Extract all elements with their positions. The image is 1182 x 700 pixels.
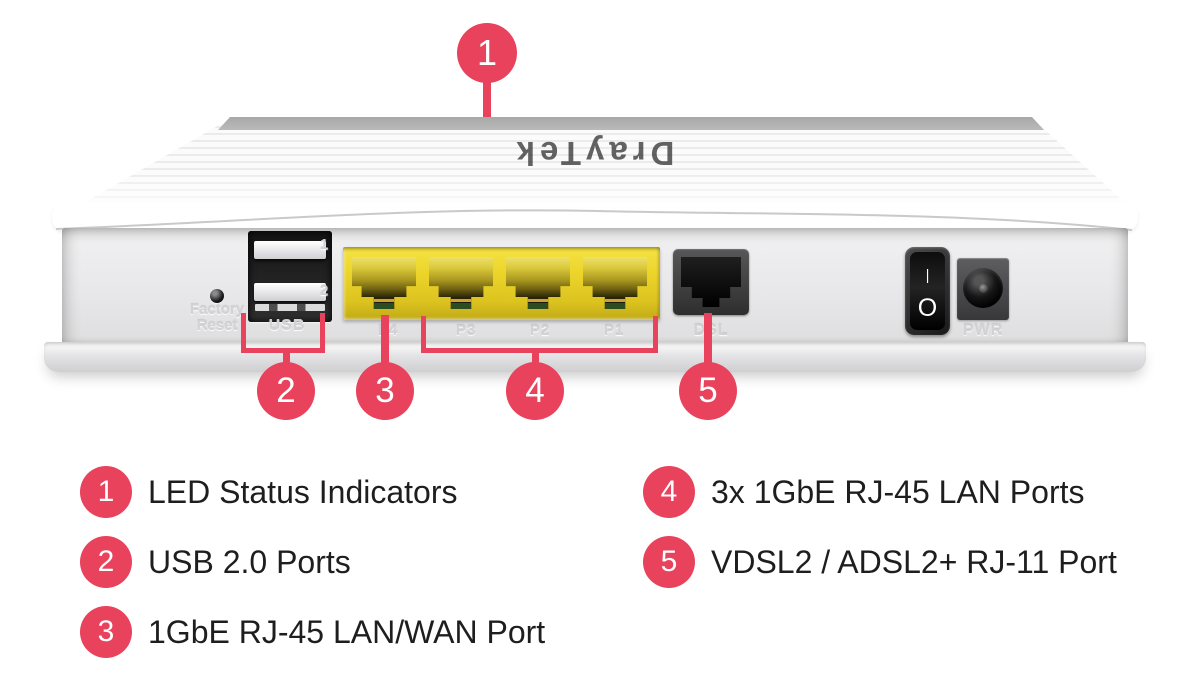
usb-port-1-number: 1 [320,236,329,253]
rj45-contacts [602,299,628,302]
power-on-mark: I [925,266,930,288]
legend-badge-4: 4 [643,466,695,518]
usb-ports [248,231,332,322]
callout-2-badge: 2 [257,362,315,420]
callout-3-line [381,315,389,364]
rj45-contacts [448,299,474,302]
power-switch-rocker: I O [910,252,945,330]
lan-port-block [343,247,660,320]
rj45-pcb [604,303,626,309]
legend-item-4: 4 3x 1GbE RJ-45 LAN Ports [643,466,1084,518]
router-top-front-edge [218,117,1044,130]
legend-label-2: USB 2.0 Ports [148,543,351,580]
power-jack-pin [978,283,988,293]
legend-item-5: 5 VDSL2 / ADSL2+ RJ-11 Port [643,536,1117,588]
callout-5-badge: 5 [679,362,737,420]
lan-port-label-p2: P2 [529,322,551,339]
legend-badge-2: 2 [80,536,132,588]
usb-port-2-number: 2 [320,282,329,299]
usb-label: USB [268,317,306,334]
callout-4-bracket [421,316,658,353]
rj11-opening [681,257,741,307]
dsl-port [673,249,749,315]
callout-3-badge: 3 [356,362,414,420]
callout-4-badge: 4 [506,362,564,420]
legend-label-4: 3x 1GbE RJ-45 LAN Ports [711,473,1085,510]
power-switch: I O [905,247,950,335]
brand-logo: DrayTek [511,135,675,172]
legend-label-1: LED Status Indicators [148,473,458,510]
legend-item-2: 2 USB 2.0 Ports [80,536,351,588]
legend-badge-5: 5 [643,536,695,588]
factory-reset-label: Factory Reset [190,302,244,334]
legend-badge-1: 1 [80,466,132,518]
wave-seam-line [55,209,1133,231]
router-base [44,342,1146,372]
rj45-pcb [373,303,395,309]
legend-label-5: VDSL2 / ADSL2+ RJ-11 Port [711,543,1117,580]
power-jack-socket [963,268,1003,308]
power-jack [957,258,1009,320]
callout-1-badge: 1 [457,23,517,83]
legend-label-3: 1GbE RJ-45 LAN/WAN Port [148,613,546,650]
factory-reset-hole [210,289,224,303]
rj45-pcb [527,303,549,309]
router-device: DrayTek Factory Reset 1 2 USB [38,98,1148,383]
lan-port-p3 [429,257,493,309]
power-off-mark: O [917,294,938,322]
usb-port-2 [254,283,326,301]
pwr-label: PWR [962,322,1004,339]
rj45-pcb [450,303,472,309]
legend-item-3: 3 1GbE RJ-45 LAN/WAN Port [80,606,545,658]
lan-port-label-p1: P1 [603,322,625,339]
factory-reset-label-line1: Factory [189,301,245,318]
callout-5-line [704,313,712,364]
router-rear-panel: Factory Reset 1 2 USB [62,228,1128,344]
usb-port-1 [254,241,326,259]
factory-reset-label-line2: Reset [196,317,238,334]
legend-badge-3: 3 [80,606,132,658]
legend-item-1: 1 LED Status Indicators [80,466,457,518]
lan-wan-port-p4 [352,257,416,309]
lan-port-p1 [583,257,647,309]
rj45-contacts [525,299,551,302]
callout-4-stem [532,350,539,364]
lan-port-p2 [506,257,570,309]
lan-port-label-p3: P3 [455,322,477,339]
callout-1-line [483,79,491,124]
callout-2-bracket [241,313,325,353]
rj45-contacts [371,299,397,302]
callout-2-stem [283,350,290,364]
usb-port-2-shell [255,304,325,311]
